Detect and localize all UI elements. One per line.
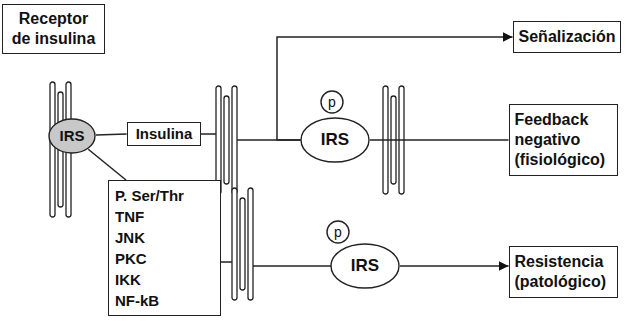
node-text: TNF — [115, 206, 214, 227]
receptor-chain — [50, 82, 55, 217]
receptor-symbol — [216, 86, 237, 194]
node-text: Feedback negativo (fisiológico) — [515, 110, 612, 170]
phosphate-circle: p — [320, 90, 344, 114]
protein-ellipse: IRS — [330, 243, 400, 289]
node-text: NF-kB — [115, 290, 214, 311]
connector — [400, 265, 509, 267]
ligand-box: Insulina — [127, 122, 202, 147]
node-text: p — [334, 224, 342, 241]
receptor-symbol — [232, 188, 253, 300]
node-text: Insulina — [136, 125, 193, 144]
shape-outline — [49, 119, 95, 153]
connector — [88, 149, 126, 180]
node-text: P. Ser/Thr — [115, 185, 214, 206]
protein-ellipse: IRS — [300, 117, 370, 163]
connector — [96, 134, 127, 135]
protein-ellipse: IRS — [48, 118, 96, 154]
node-text: JNK — [115, 227, 214, 248]
receptor-chain — [224, 96, 229, 184]
outcome-box: Resistencia (patológico) — [509, 246, 618, 298]
connector — [370, 139, 509, 141]
node-text: p — [328, 94, 336, 111]
node-text: IRS — [321, 130, 349, 150]
kinase-list-box: P. Ser/ThrTNFJNKPKCIKKNF-kB — [108, 180, 221, 316]
shape-outline — [301, 118, 369, 162]
receptor-chain — [240, 198, 245, 290]
signal-line — [253, 265, 332, 267]
node-text: Resistencia (patológico) — [515, 252, 612, 292]
node-text: IRS — [351, 256, 379, 276]
outcome-box: Señalización — [513, 21, 622, 53]
node-text: Receptor de insulina — [9, 9, 98, 49]
receptor-chain — [216, 86, 221, 194]
label-box: Receptor de insulina — [2, 4, 105, 54]
node-text: Señalización — [519, 27, 616, 47]
node-text: IKK — [115, 269, 214, 290]
receptor-chain — [232, 188, 237, 300]
receptor-chain — [232, 86, 237, 194]
shape-outline — [327, 221, 349, 243]
node-text: PKC — [115, 248, 214, 269]
shape-outline — [321, 91, 343, 113]
shape-outline — [331, 244, 399, 288]
outcome-box: Feedback negativo (fisiológico) — [509, 104, 618, 176]
receptor-chain — [248, 188, 253, 300]
node-text: IRS — [59, 127, 84, 145]
phosphate-circle: p — [326, 220, 350, 244]
